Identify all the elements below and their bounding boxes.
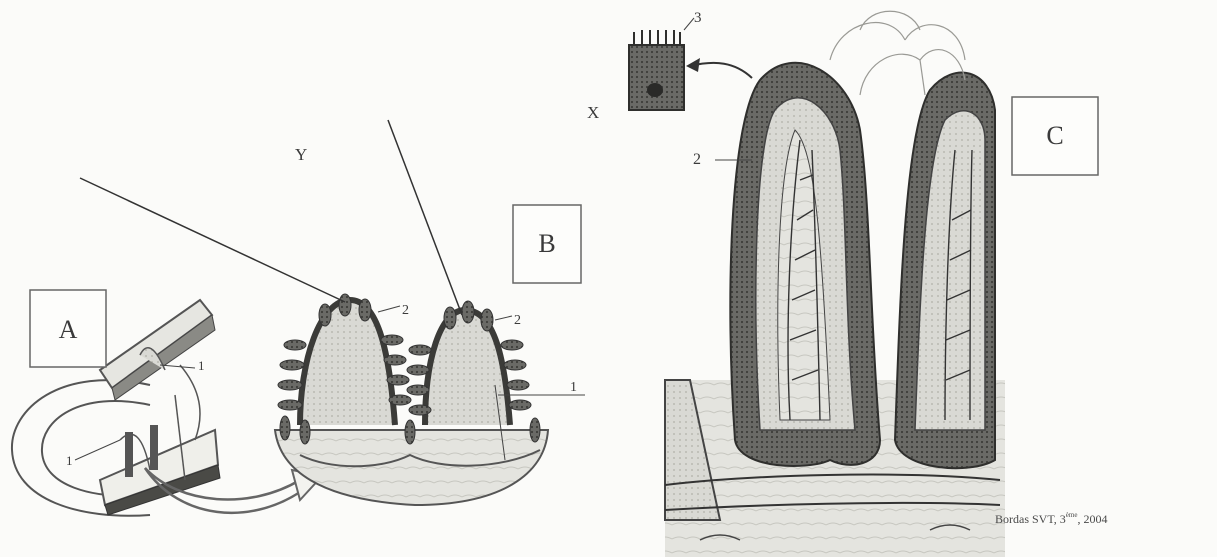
label-y: Y (295, 145, 307, 164)
cell-arrow (690, 63, 752, 78)
panel-c-villi (665, 11, 1005, 557)
box-a-label: A (59, 315, 78, 344)
label-2-right-fold: 2 (514, 313, 521, 328)
label-2-left-fold: 2 (402, 303, 409, 318)
cell-arrowhead (686, 58, 700, 72)
label-1-panel-b: 1 (570, 380, 577, 395)
box-c-label: C (1046, 121, 1063, 150)
label-2-panel-c: 2 (693, 151, 701, 168)
source-credit: Bordas SVT, 3ème, 2004 (995, 511, 1107, 526)
leader-line-y (80, 178, 345, 302)
label-1-panel-a-bottom: 1 (66, 453, 73, 468)
label-x: X (587, 103, 599, 122)
panel-b-fold-section (275, 294, 585, 505)
leader-line-x (388, 120, 462, 315)
enterocyte-cell (629, 18, 694, 110)
box-b-label: B (538, 229, 555, 258)
label-3-cell: 3 (694, 10, 702, 26)
label-1-panel-a-top: 1 (198, 358, 205, 373)
